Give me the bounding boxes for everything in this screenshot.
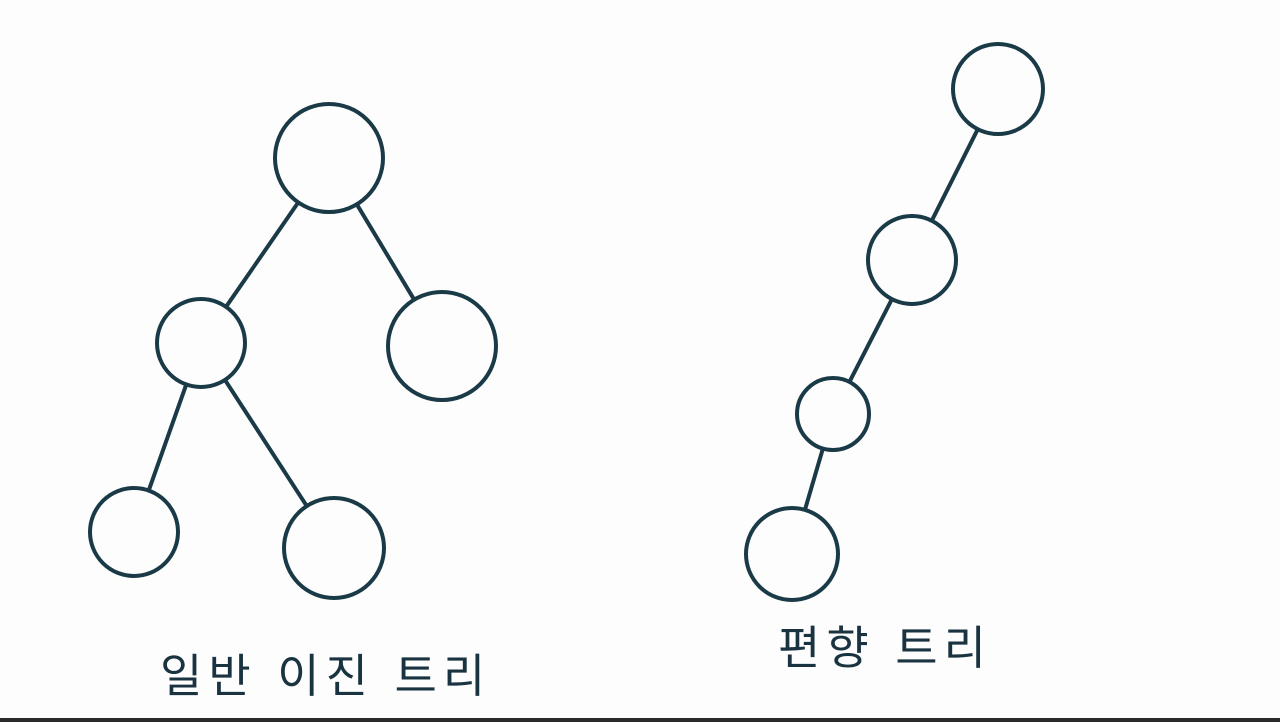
node-n2 (866, 214, 958, 306)
bottom-border (0, 718, 1280, 722)
edge-n1-n2 (929, 127, 980, 223)
general-binary-tree (88, 102, 498, 600)
general-binary-tree-label: 일반 이진 트리 (160, 649, 492, 703)
node-root (273, 102, 385, 214)
node-left-right (282, 496, 386, 600)
edge-n3-n4 (802, 446, 825, 512)
edge-n2-n3 (847, 297, 894, 384)
node-left-left (88, 486, 180, 578)
node-n3 (795, 376, 871, 452)
skewed-tree (744, 42, 1045, 602)
node-right (386, 290, 498, 402)
node-left (155, 297, 247, 389)
node-n1 (951, 42, 1045, 136)
edge-left-left-right (222, 377, 309, 509)
node-n4 (744, 506, 840, 602)
edge-root-left (224, 200, 301, 309)
edge-root-right (354, 202, 417, 302)
edge-left-left-left (146, 382, 189, 493)
skewed-tree-label: 편향 트리 (778, 621, 992, 675)
